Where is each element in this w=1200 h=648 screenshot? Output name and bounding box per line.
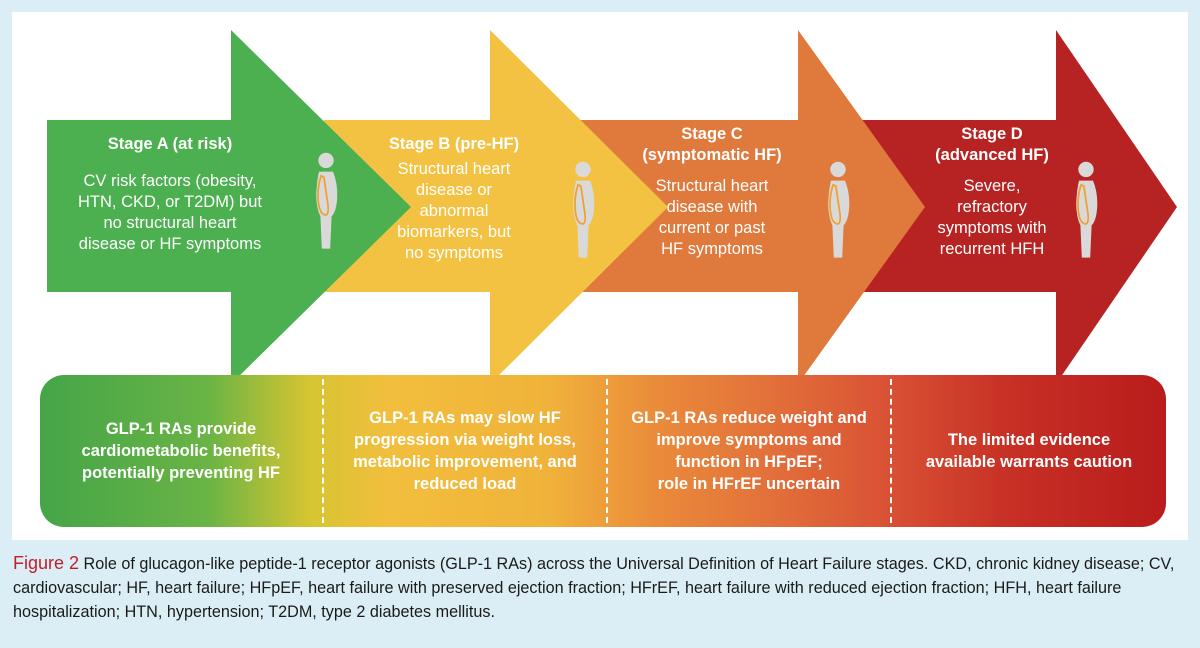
stage-b-arrow	[324, 30, 668, 384]
bar-divider	[322, 379, 324, 523]
effect-stage-d: The limited evidence available warrants …	[925, 431, 1133, 471]
effect-stage-a: GLP-1 RAs provide cardiometabolic benefi…	[81, 420, 281, 482]
glp1-effects-bar: GLP-1 RAs provide cardiometabolic benefi…	[40, 375, 1166, 527]
stage-d-text: Stage D (advanced HF) Severe, refractory…	[922, 124, 1062, 260]
stage-c-description: Structural heart disease with current or…	[655, 177, 769, 258]
stage-c-text: Stage C (symptomatic HF) Structural hear…	[632, 124, 792, 260]
effect-stage-b: GLP-1 RAs may slow HF progression via we…	[353, 409, 577, 493]
stage-a-title: Stage A (at risk)	[107, 135, 233, 153]
stage-b-text: Stage B (pre-HF) Structural heart diseas…	[364, 134, 544, 264]
stage-d-title: Stage D (advanced HF)	[935, 125, 1049, 164]
figure-label: Figure 2	[13, 553, 80, 573]
caption-text: Role of glucagon-like peptide-1 receptor…	[13, 555, 1175, 621]
stage-arrows	[47, 30, 1177, 384]
figure-caption: Figure 2 Role of glucagon-like peptide-1…	[13, 551, 1189, 624]
stage-b-title: Stage B (pre-HF)	[388, 135, 520, 153]
stage-b-description: Structural heart disease or abnormal bio…	[397, 160, 511, 262]
stage-c-arrow	[580, 30, 925, 384]
stage-d-arrow	[834, 30, 1177, 384]
effect-stage-c: GLP-1 RAs reduce weight and improve symp…	[631, 409, 867, 493]
figure-panel: Stage A (at risk) CV risk factors (obesi…	[12, 12, 1188, 540]
stage-a-text: Stage A (at risk) CV risk factors (obesi…	[60, 134, 280, 255]
bar-divider	[890, 379, 892, 523]
bar-divider	[606, 379, 608, 523]
stage-d-description: Severe, refractory symptoms with recurre…	[937, 177, 1047, 258]
stage-c-title: Stage C (symptomatic HF)	[642, 125, 782, 164]
stage-a-description: CV risk factors (obesity, HTN, CKD, or T…	[78, 172, 262, 253]
stage-a-arrow	[47, 30, 411, 384]
